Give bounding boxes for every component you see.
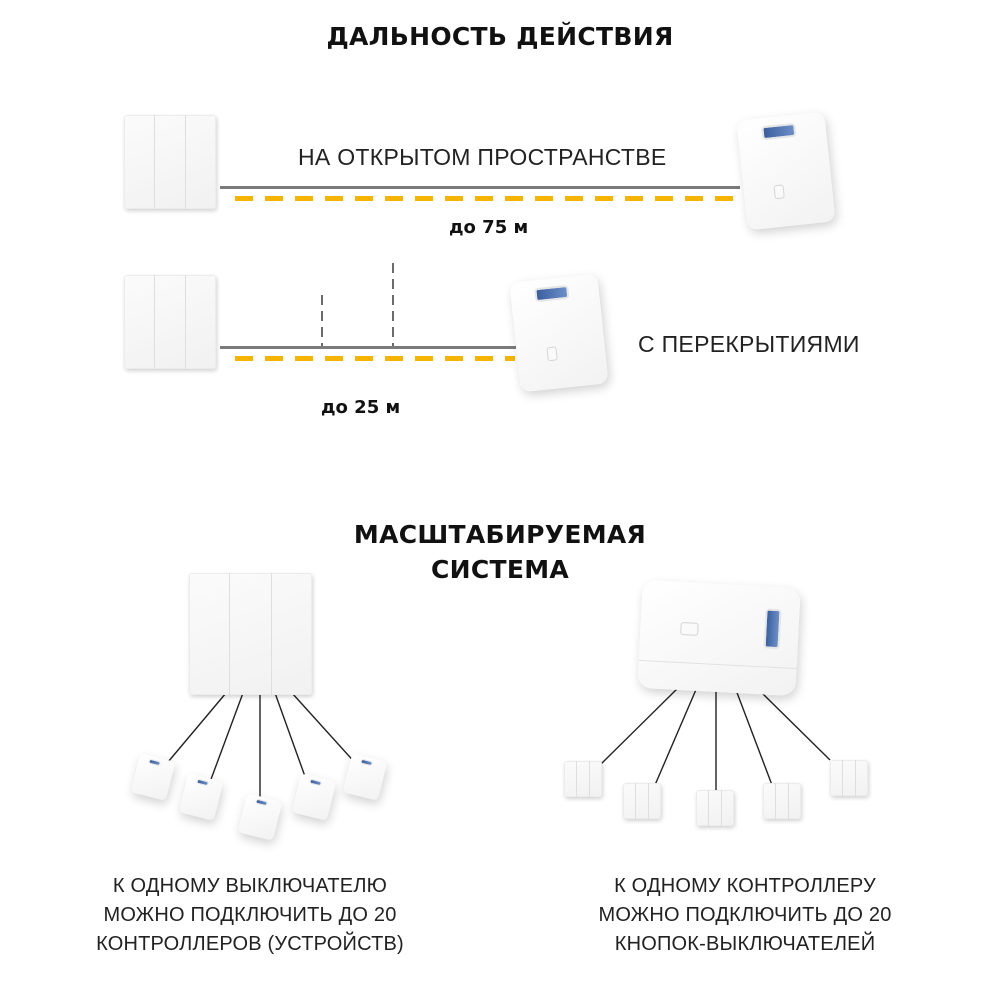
connector-port xyxy=(255,798,268,807)
switch-key xyxy=(155,275,186,369)
switch-key xyxy=(623,783,636,819)
right-caption-line3: КНОПОК-ВЫКЛЮЧАТЕЛЕЙ xyxy=(614,933,876,955)
switch-key xyxy=(155,115,186,209)
wireless-switch-icon xyxy=(830,760,868,796)
baseline-line xyxy=(220,186,740,189)
open-space-label: НА ОТКРЫТОМ ПРОСТРАНСТВЕ xyxy=(298,144,667,170)
connector-port xyxy=(360,758,373,767)
obstacle-wall-line xyxy=(392,263,394,347)
signal-dash-line xyxy=(235,356,515,361)
switch-key xyxy=(776,783,789,819)
switch-key xyxy=(830,760,843,796)
switch-key xyxy=(636,783,649,819)
switch-key xyxy=(856,760,868,796)
switch-key xyxy=(722,790,734,826)
right-caption-line1: К ОДНОМУ КОНТРОЛЛЕРУ xyxy=(614,875,876,897)
controller-module-icon xyxy=(637,579,801,697)
range-section-title: ДАЛЬНОСТЬ ДЕЙСТВИЯ xyxy=(326,22,674,51)
switch-key xyxy=(124,275,155,369)
wireless-switch-icon xyxy=(124,115,216,209)
switch-key xyxy=(564,761,577,797)
open-space-distance: до 75 м xyxy=(449,217,529,238)
obstacles-label: С ПЕРЕКРЫТИЯМИ xyxy=(638,331,860,357)
switch-key xyxy=(763,783,776,819)
scalable-section-title-line1: МАСШТАБИРУЕМАЯ xyxy=(353,520,647,549)
switch-key xyxy=(189,573,231,695)
connector-port xyxy=(196,778,209,787)
switch-key xyxy=(843,760,856,796)
switch-key xyxy=(577,761,590,797)
switch-key xyxy=(709,790,722,826)
switch-key xyxy=(590,761,602,797)
obstacles-distance: до 25 м xyxy=(321,397,401,418)
switch-key xyxy=(696,790,709,826)
wireless-switch-icon xyxy=(124,275,216,369)
wireless-switch-icon xyxy=(696,790,734,826)
wireless-switch-icon xyxy=(763,783,801,819)
pairing-button xyxy=(680,621,699,636)
right-caption: К ОДНОМУ КОНТРОЛЛЕРУ МОЖНО ПОДКЛЮЧИТЬ ДО… xyxy=(555,872,935,959)
wireless-switch-icon xyxy=(564,761,602,797)
baseline-line xyxy=(220,346,516,349)
switch-key xyxy=(789,783,801,819)
left-caption: К ОДНОМУ ВЫКЛЮЧАТЕЛЮ МОЖНО ПОДКЛЮЧИТЬ ДО… xyxy=(60,872,440,959)
wireless-switch-icon xyxy=(189,573,312,695)
case-seam xyxy=(638,659,797,670)
obstacle-wall-line xyxy=(321,295,323,347)
left-caption-line3: КОНТРОЛЛЕРОВ (УСТРОЙСТВ) xyxy=(96,933,404,955)
connector-port xyxy=(763,608,782,650)
left-caption-line2: МОЖНО ПОДКЛЮЧИТЬ ДО 20 xyxy=(103,904,397,926)
wireless-switch-icon xyxy=(623,783,661,819)
scalable-section-title-line2: СИСТЕМА xyxy=(430,555,570,584)
switch-key xyxy=(230,573,272,695)
connector-port xyxy=(309,778,322,787)
switch-key xyxy=(272,573,312,695)
switch-key xyxy=(124,115,155,209)
right-caption-line2: МОЖНО ПОДКЛЮЧИТЬ ДО 20 xyxy=(598,904,892,926)
signal-dash-line xyxy=(235,196,735,201)
switch-key xyxy=(649,783,661,819)
left-caption-line1: К ОДНОМУ ВЫКЛЮЧАТЕЛЮ xyxy=(112,875,388,897)
connector-port xyxy=(148,758,161,767)
